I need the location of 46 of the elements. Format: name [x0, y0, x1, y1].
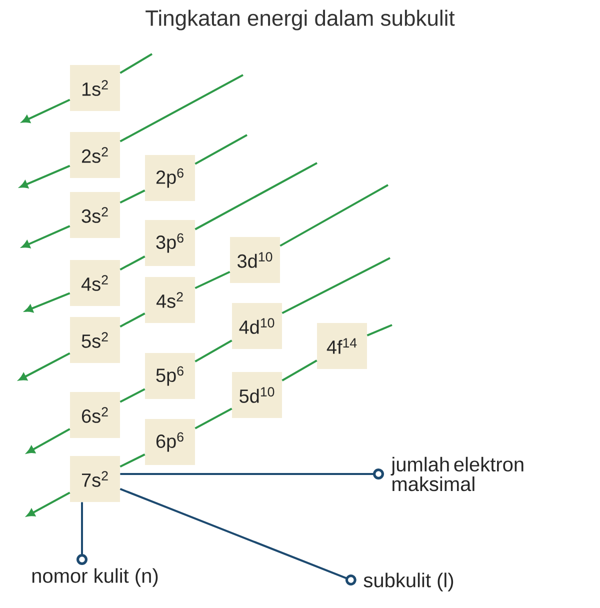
subshell-box: 1s$^{2}$: [70, 65, 120, 111]
subshell-box: 5d$^{10}$: [232, 372, 282, 418]
connector-line: [120, 388, 146, 403]
connector-line: [194, 408, 232, 430]
connector-line: [280, 184, 388, 247]
subshell-box: 3d$^{10}$: [230, 237, 280, 283]
callout-label: nomor kulit (n): [32, 568, 158, 587]
subshell-box: 4s$^{2}$: [145, 277, 195, 323]
callout-label: subkulit (l): [364, 572, 454, 592]
subshell-box: 4s$^{2}$: [70, 260, 120, 306]
arrow: [26, 428, 70, 454]
connector-line: [282, 360, 318, 382]
leader-line: [76, 502, 88, 565]
arrow: [24, 292, 70, 312]
arrow: [26, 492, 70, 516]
connector-line: [194, 270, 230, 290]
connector-line: [194, 340, 232, 362]
leader-line: [120, 488, 356, 586]
subshell-box: 5s$^{2}$: [70, 317, 120, 363]
arrow: [22, 225, 70, 248]
subshell-box: 6s$^{2}$: [70, 392, 120, 438]
connector-line: [120, 312, 146, 328]
subshell-box: 4f$^{14}$: [317, 323, 367, 369]
subshell-box: 3s$^{2}$: [70, 192, 120, 238]
connector-line: [194, 134, 248, 165]
connector-line: [282, 257, 390, 314]
connector-line: [120, 256, 146, 270]
connector-line: [120, 53, 153, 74]
subshell-box: 4d$^{10}$: [232, 303, 282, 349]
connector-line: [120, 454, 146, 468]
subshell-box: 2s$^{2}$: [70, 132, 120, 178]
arrow: [22, 98, 70, 123]
subshell-box: 7s$^{2}$: [70, 456, 120, 502]
subshell-box: 3p$^{6}$: [145, 220, 195, 266]
subshell-box: 6p$^{6}$: [145, 419, 195, 465]
connector-line: [120, 74, 244, 142]
arrow: [20, 164, 70, 188]
title: Tingkatan energi dalam subkulit: [146, 10, 455, 30]
callout-label: jumlah elektron maksimal: [390, 456, 524, 492]
connector-line: [366, 324, 392, 336]
connector-line: [194, 162, 318, 230]
subshell-box: 2p$^{6}$: [145, 155, 195, 201]
subshell-box: 5p$^{6}$: [145, 353, 195, 399]
connector-line: [120, 190, 146, 204]
arrow: [18, 352, 70, 381]
leader-line: [120, 468, 384, 480]
